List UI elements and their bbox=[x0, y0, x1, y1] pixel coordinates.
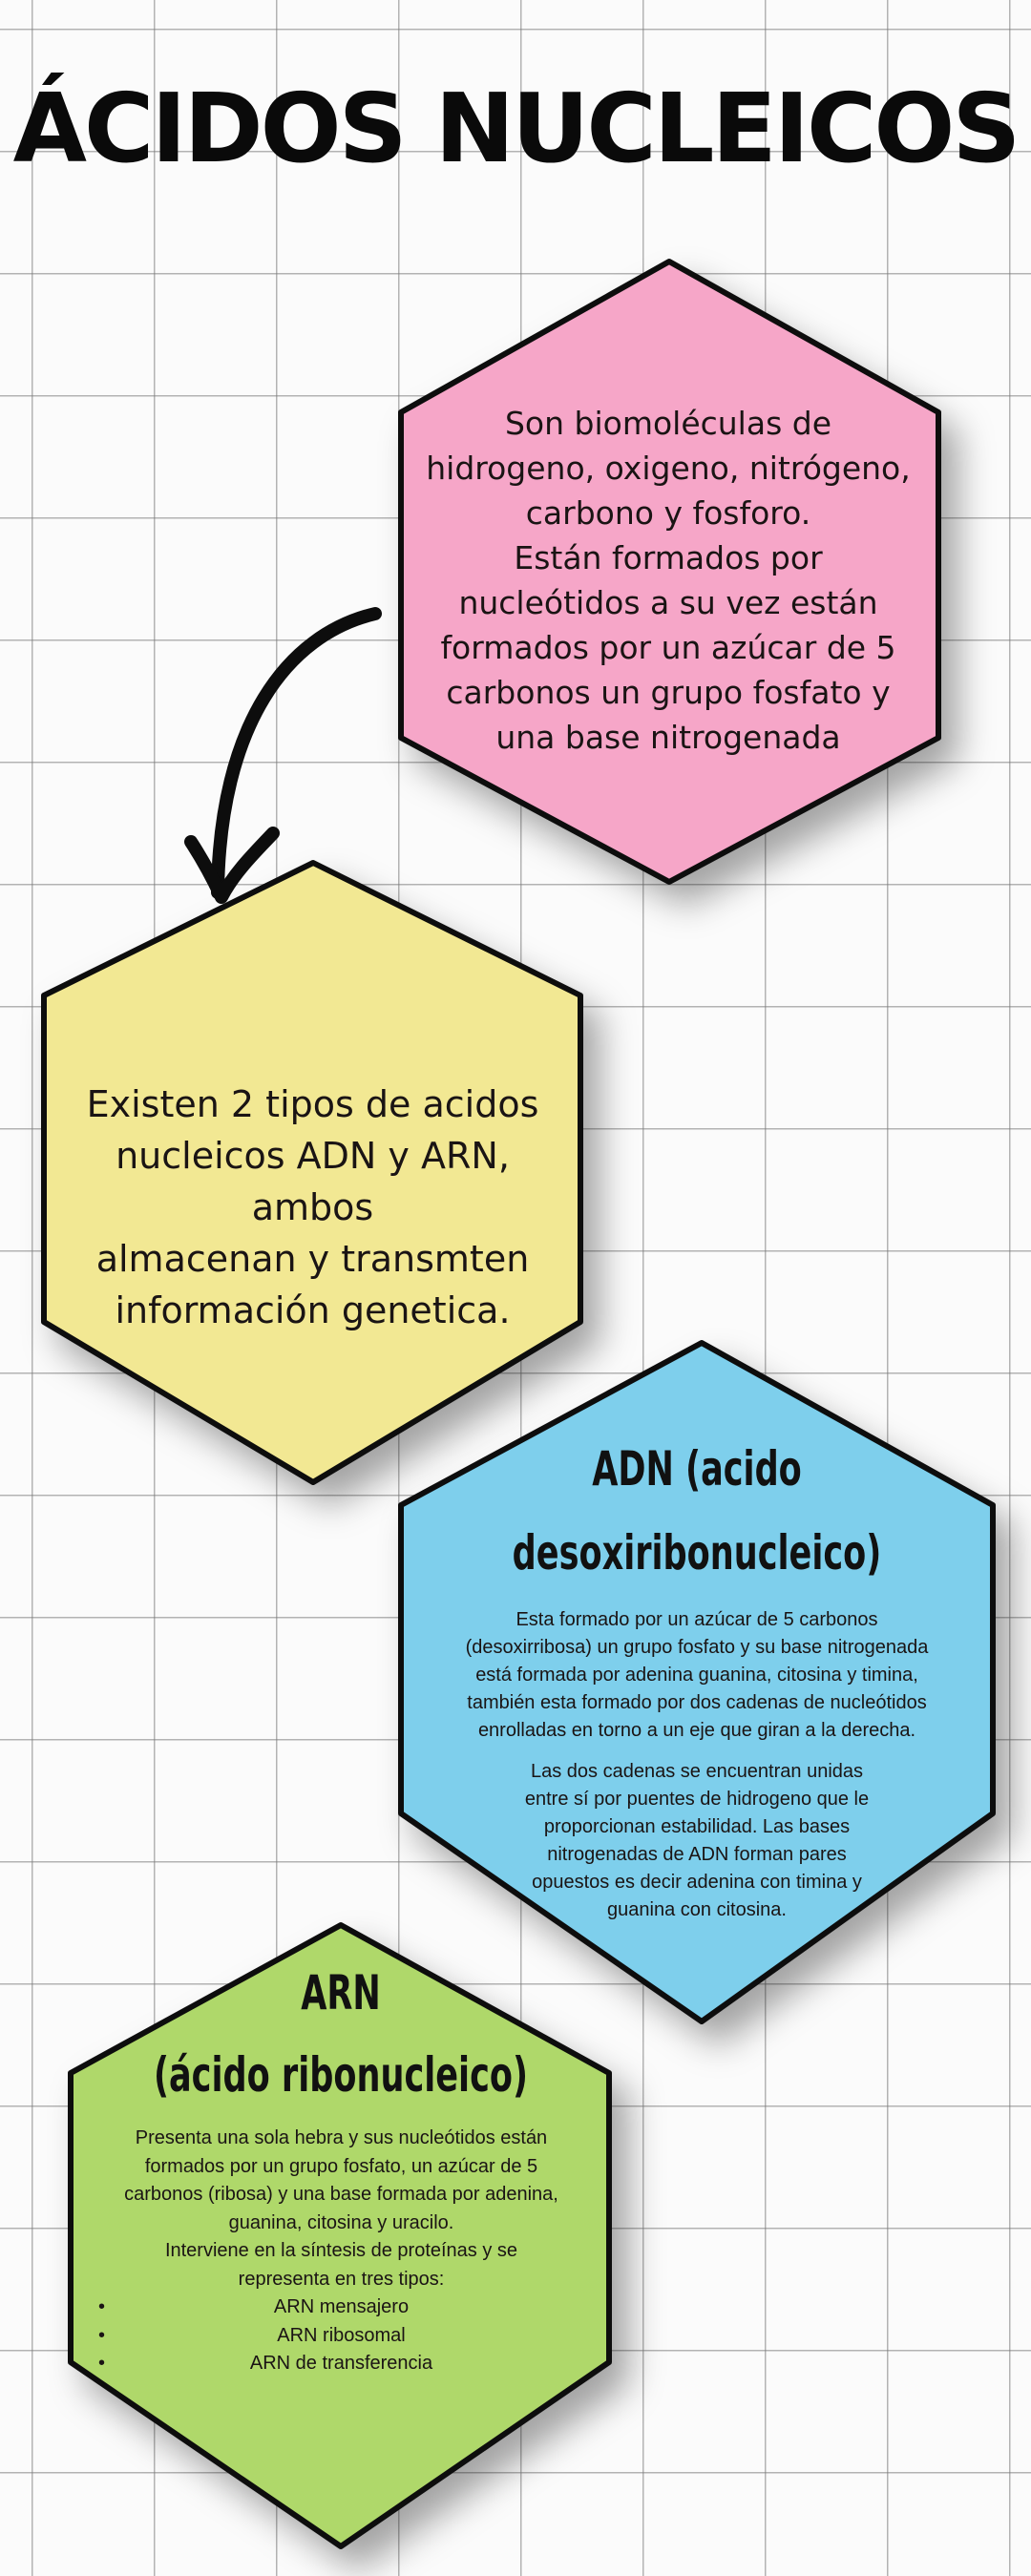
text-line: Esta formado por un azúcar de 5 carbonos bbox=[516, 1609, 878, 1630]
text-line: Existen 2 tipos de acidos bbox=[86, 1083, 539, 1125]
list-item-label: ARN de transferencia bbox=[249, 2353, 433, 2374]
text-line: nucleicos ADN y ARN, ambos bbox=[116, 1135, 510, 1228]
list-item: • ARN de transferencia bbox=[81, 2350, 601, 2378]
page-title: ÁCIDOS NUCLEICOS bbox=[12, 73, 1021, 184]
text-line: formados por un grupo fosfato, un azúcar… bbox=[144, 2155, 538, 2177]
text-line: representa en tres tipos: bbox=[238, 2268, 445, 2290]
list-item: • ARN ribosomal bbox=[81, 2322, 601, 2351]
arn-description: Presenta una sola hebra y sus nucleótido… bbox=[81, 2125, 601, 2378]
curved-arrow-down-icon bbox=[184, 607, 382, 904]
adn-paragraph-1: Esta formado por un azúcar de 5 carbonos… bbox=[425, 1606, 969, 1745]
bullet-icon: • bbox=[98, 2296, 106, 2317]
adn-heading: ADN (acido desoxiribonucleico) bbox=[401, 1427, 993, 1595]
heading-line: ARN bbox=[301, 1965, 381, 2021]
text-line: carbonos un grupo fosfato y bbox=[446, 674, 891, 711]
text-line: entre sí por puentes de hidrogeno que le bbox=[524, 1789, 870, 1810]
heading-line: ADN (acido bbox=[592, 1441, 802, 1497]
yellow-hex-text: Existen 2 tipos de acidos nucleicos ADN … bbox=[53, 1079, 573, 1336]
arn-types-list: • ARN mensajero • ARN ribosomal • ARN de… bbox=[81, 2293, 601, 2378]
bullet-icon: • bbox=[98, 2324, 106, 2346]
text-line: formados por un azúcar de 5 bbox=[440, 629, 896, 666]
arn-heading: ARN (ácido ribonucleico) bbox=[69, 1952, 613, 2116]
text-line: hidrogeno, oxigeno, nitrógeno, bbox=[426, 450, 911, 487]
text-line: también esta formado por dos cadenas de … bbox=[467, 1692, 927, 1713]
text-line: enrolladas en torno a un eje que giran a… bbox=[477, 1720, 916, 1741]
bullet-icon: • bbox=[98, 2353, 106, 2374]
pink-hexagon bbox=[398, 259, 941, 885]
adn-paragraph-2: Las dos cadenas se encuentran unidas ent… bbox=[425, 1758, 969, 1924]
text-line: Son biomoléculas de bbox=[504, 405, 832, 442]
list-item: • ARN mensajero bbox=[81, 2293, 601, 2322]
list-item-label: ARN ribosomal bbox=[277, 2324, 406, 2346]
text-line: opuestos es decir adenina con timina y bbox=[532, 1872, 862, 1893]
text-line: nucleótidos a su vez están bbox=[458, 584, 878, 621]
text-line: guanina con citosina. bbox=[607, 1899, 787, 1920]
text-line: está formada por adenina guanina, citosi… bbox=[475, 1665, 918, 1686]
text-line: carbono y fosforo. bbox=[525, 494, 811, 532]
blue-hexagon bbox=[398, 1340, 996, 2024]
green-hexagon bbox=[68, 1922, 612, 2549]
text-line: nitrogenadas de ADN forman pares bbox=[547, 1844, 847, 1865]
text-line: Están formados por bbox=[514, 539, 823, 576]
adn-description: Esta formado por un azúcar de 5 carbonos… bbox=[425, 1606, 969, 1937]
heading-line: desoxiribonucleico) bbox=[512, 1525, 882, 1581]
heading-line: (ácido ribonucleico) bbox=[153, 2047, 529, 2103]
text-line: almacenan y transmten bbox=[95, 1238, 530, 1280]
list-item-label: ARN mensajero bbox=[273, 2296, 410, 2317]
text-line: guanina, citosina y uracilo. bbox=[228, 2211, 454, 2233]
yellow-hexagon bbox=[41, 860, 583, 1485]
text-line: información genetica. bbox=[115, 1289, 511, 1331]
text-line: Interviene en la síntesis de proteínas y… bbox=[164, 2240, 518, 2261]
text-line: Presenta una sola hebra y sus nucleótido… bbox=[135, 2127, 548, 2148]
text-line: una base nitrogenada bbox=[495, 719, 841, 756]
text-line: (desoxirribosa) un grupo fosfato y su ba… bbox=[465, 1637, 929, 1658]
text-line: carbonos (ribosa) y una base formada por… bbox=[124, 2184, 558, 2205]
pink-hex-text: Son biomoléculas de hidrogeno, oxigeno, … bbox=[410, 401, 926, 760]
text-line: Las dos cadenas se encuentran unidas bbox=[530, 1761, 864, 1782]
text-line: proporcionan estabilidad. Las bases bbox=[543, 1816, 851, 1837]
